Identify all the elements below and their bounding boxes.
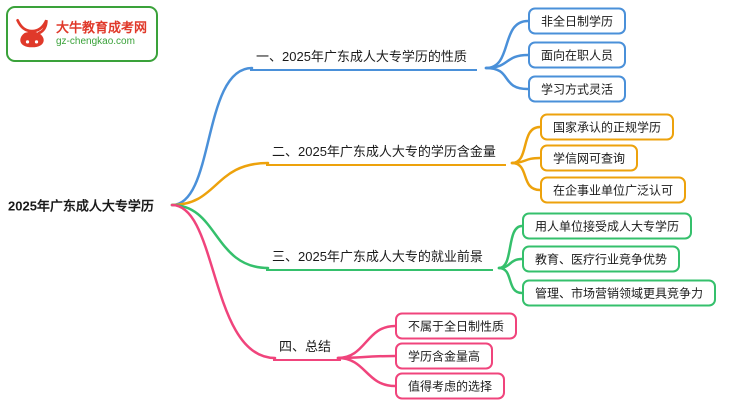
bull-logo-icon xyxy=(14,14,50,55)
connector-line xyxy=(510,161,542,192)
leaf-node: 非全日制学历 xyxy=(528,7,627,35)
leaf-node: 学习方式灵活 xyxy=(528,75,627,103)
root-node: 2025年广东成人大专学历 xyxy=(8,198,154,214)
leaf-node: 不属于全日制性质 xyxy=(395,312,518,340)
connector-line xyxy=(170,66,254,207)
leaf-node: 值得考虑的选择 xyxy=(395,372,506,400)
leaf-node: 面向在职人员 xyxy=(528,41,627,69)
connector-line xyxy=(170,203,277,360)
leaf-node: 学历含金量高 xyxy=(395,342,494,370)
leaf-node: 在企事业单位广泛认可 xyxy=(540,176,687,204)
connector-line xyxy=(170,161,270,207)
leaf-node: 国家承认的正规学历 xyxy=(540,113,675,141)
logo-title: 大牛教育成考网 xyxy=(56,19,148,35)
connector-line xyxy=(336,324,397,360)
connector-line xyxy=(497,257,524,270)
connector-line xyxy=(497,266,524,295)
connector-line xyxy=(510,156,542,165)
leaf-node: 教育、医疗行业竞争优势 xyxy=(522,245,681,273)
logo-subtitle: gz-chengkao.com xyxy=(56,35,135,47)
branch-label-3: 三、2025年广东成人大专的就业前景 xyxy=(266,244,493,271)
branch-label-4: 四、总结 xyxy=(273,334,342,361)
connector-line xyxy=(170,203,270,270)
connector-line xyxy=(336,356,397,388)
site-logo[interactable]: 大牛教育成考网 gz-chengkao.com xyxy=(6,6,158,62)
branch-label-1: 一、2025年广东成人大专学历的性质 xyxy=(250,44,477,71)
connector-line xyxy=(484,66,530,91)
branch-label-2: 二、2025年广东成人大专的学历含金量 xyxy=(266,139,506,166)
leaf-node: 学信网可查询 xyxy=(540,144,639,172)
leaf-node: 用人单位接受成人大专学历 xyxy=(522,212,693,240)
leaf-node: 管理、市场营销领域更具竞争力 xyxy=(522,279,717,307)
